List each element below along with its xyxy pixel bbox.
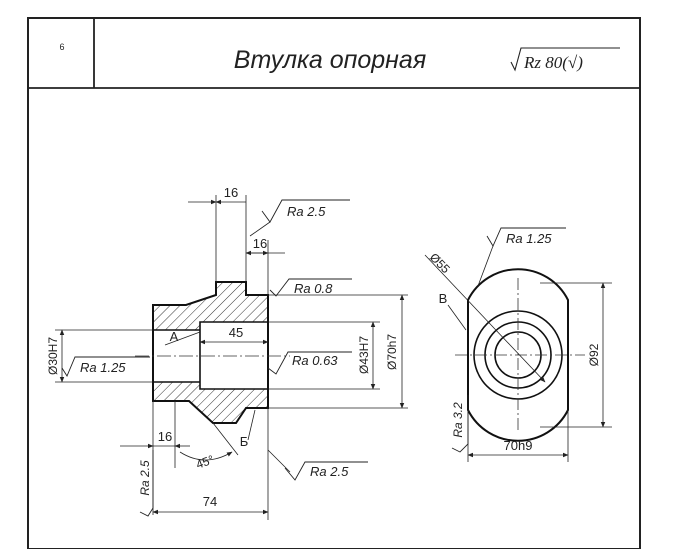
dim-bore-depth: 45 bbox=[229, 325, 243, 340]
dim-outer-dia: Ø70h7 bbox=[385, 334, 399, 370]
roughness-flange: Ra 0.8 bbox=[269, 278, 352, 297]
dim-hole-dia: Ø55 bbox=[427, 250, 453, 276]
dim-top-width-b: 16 bbox=[253, 236, 267, 251]
dim-width: 70h9 bbox=[504, 438, 533, 453]
dim-chamfer-len: 16 bbox=[158, 429, 172, 444]
bore-outline bbox=[153, 321, 268, 390]
roughness-bottom: Ra 2.5 bbox=[267, 449, 368, 481]
side-view: 16 16 45 Ø30H7 Ø43H7 Ø70h7 16 bbox=[46, 185, 408, 520]
section-hatch bbox=[153, 282, 268, 423]
label-a: А bbox=[170, 329, 179, 344]
roughness-vertical: Ra 2.5 bbox=[138, 450, 154, 517]
roughness-left-text: Ra 1.25 bbox=[80, 360, 126, 375]
roughness-top-text: Ra 2.5 bbox=[287, 204, 326, 219]
dim-overall-len: 74 bbox=[203, 494, 217, 509]
roughness-left: Ra 1.25 bbox=[61, 356, 150, 377]
roughness-end-top-text: Ra 1.25 bbox=[506, 231, 552, 246]
roughness-end-side: Ra 3.2 bbox=[451, 395, 469, 453]
drawing-frame bbox=[27, 17, 641, 549]
label-b: Б bbox=[240, 434, 249, 449]
sheet-number: 6 bbox=[59, 42, 64, 52]
label-v: В bbox=[439, 291, 448, 306]
title-block: 6 Втулка опорная Rz 80(√) bbox=[27, 17, 641, 549]
roughness-vertical-text: Ra 2.5 bbox=[138, 460, 152, 496]
roughness-top: Ra 2.5 bbox=[249, 199, 350, 237]
roughness-bore: Ra 0.63 bbox=[267, 351, 352, 375]
general-roughness-text: Rz 80(√) bbox=[523, 53, 583, 72]
dim-mid-dia: Ø43H7 bbox=[357, 336, 371, 374]
dim-height: Ø92 bbox=[587, 343, 601, 366]
roughness-flange-text: Ra 0.8 bbox=[294, 281, 333, 296]
roughness-end-top: Ra 1.25 bbox=[477, 227, 566, 287]
roughness-bottom-text: Ra 2.5 bbox=[310, 464, 349, 479]
part-title: Втулка опорная bbox=[234, 46, 426, 74]
dim-top-width-a: 16 bbox=[224, 185, 238, 200]
general-roughness-symbol: Rz 80(√) bbox=[510, 47, 620, 72]
roughness-bore-text: Ra 0.63 bbox=[292, 353, 338, 368]
roughness-end-side-text: Ra 3.2 bbox=[451, 402, 465, 438]
part-outline bbox=[152, 281, 269, 424]
dim-bore-dia: Ø30H7 bbox=[46, 337, 60, 375]
end-view: Ø55 Ø92 70h9 В Ra 1.25 Ra 3.2 bbox=[424, 227, 612, 462]
dim-angle: 45° bbox=[194, 452, 216, 471]
